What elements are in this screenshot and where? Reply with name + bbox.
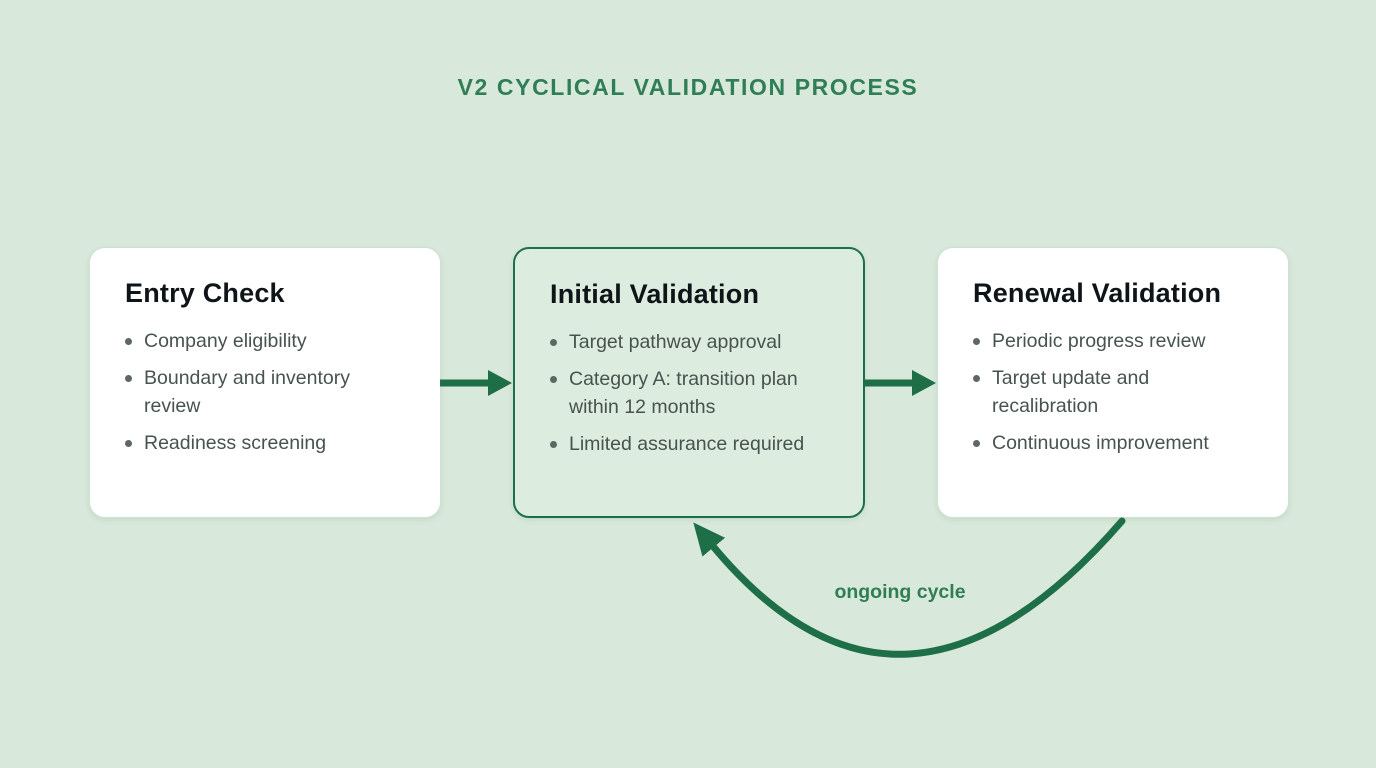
bullet-item: Target pathway approval bbox=[550, 328, 833, 356]
card-renewal-validation: Renewal Validation Periodic progress rev… bbox=[937, 247, 1289, 518]
bullet-text: Periodic progress review bbox=[992, 330, 1206, 352]
card-initial-validation-bullets: Target pathway approval Category A: tran… bbox=[550, 328, 833, 458]
bullet-text: Target pathway approval bbox=[569, 331, 782, 353]
bullet-text: Limited assurance required bbox=[569, 433, 805, 455]
bullet-text: Target update and recalibration bbox=[992, 367, 1150, 417]
bullet-item: Company eligibility bbox=[125, 327, 410, 355]
bullet-dot-icon bbox=[973, 338, 980, 345]
bullet-dot-icon bbox=[125, 338, 132, 345]
card-entry-check-bullets: Company eligibility Boundary and invento… bbox=[125, 327, 410, 457]
bullet-item: Limited assurance required bbox=[550, 430, 833, 458]
bullet-item: Boundary and inventory review bbox=[125, 364, 410, 420]
bullet-text: Category A: transition plan within 12 mo… bbox=[569, 368, 798, 418]
cycle-label: ongoing cycle bbox=[834, 581, 966, 603]
bullet-dot-icon bbox=[973, 440, 980, 447]
bullet-dot-icon bbox=[973, 375, 980, 382]
bullet-item: Category A: transition plan within 12 mo… bbox=[550, 365, 833, 421]
bullet-text: Continuous improvement bbox=[992, 432, 1209, 454]
bullet-dot-icon bbox=[125, 375, 132, 382]
diagram-title: V2 CYCLICAL VALIDATION PROCESS bbox=[457, 74, 919, 100]
bullet-item: Continuous improvement bbox=[973, 429, 1258, 457]
arrow-entry-to-initial-icon bbox=[440, 370, 512, 396]
bullet-item: Target update and recalibration bbox=[973, 364, 1258, 420]
bullet-dot-icon bbox=[125, 440, 132, 447]
bullet-dot-icon bbox=[550, 339, 557, 346]
bullet-dot-icon bbox=[550, 376, 557, 383]
card-entry-check: Entry Check Company eligibility Boundary… bbox=[89, 247, 441, 518]
bullet-item: Readiness screening bbox=[125, 429, 410, 457]
card-initial-validation: Initial Validation Target pathway approv… bbox=[513, 247, 865, 518]
bullet-item: Periodic progress review bbox=[973, 327, 1258, 355]
bullet-text: Readiness screening bbox=[144, 432, 327, 454]
card-renewal-validation-title: Renewal Validation bbox=[973, 278, 1222, 308]
bullet-text: Company eligibility bbox=[144, 330, 307, 352]
arrow-initial-to-renewal-icon bbox=[864, 370, 936, 396]
card-entry-check-title: Entry Check bbox=[125, 278, 285, 308]
card-initial-validation-title: Initial Validation bbox=[550, 279, 760, 309]
card-renewal-validation-bullets: Periodic progress review Target update a… bbox=[973, 327, 1258, 457]
bullet-text: Boundary and inventory review bbox=[144, 367, 350, 417]
bullet-dot-icon bbox=[550, 441, 557, 448]
